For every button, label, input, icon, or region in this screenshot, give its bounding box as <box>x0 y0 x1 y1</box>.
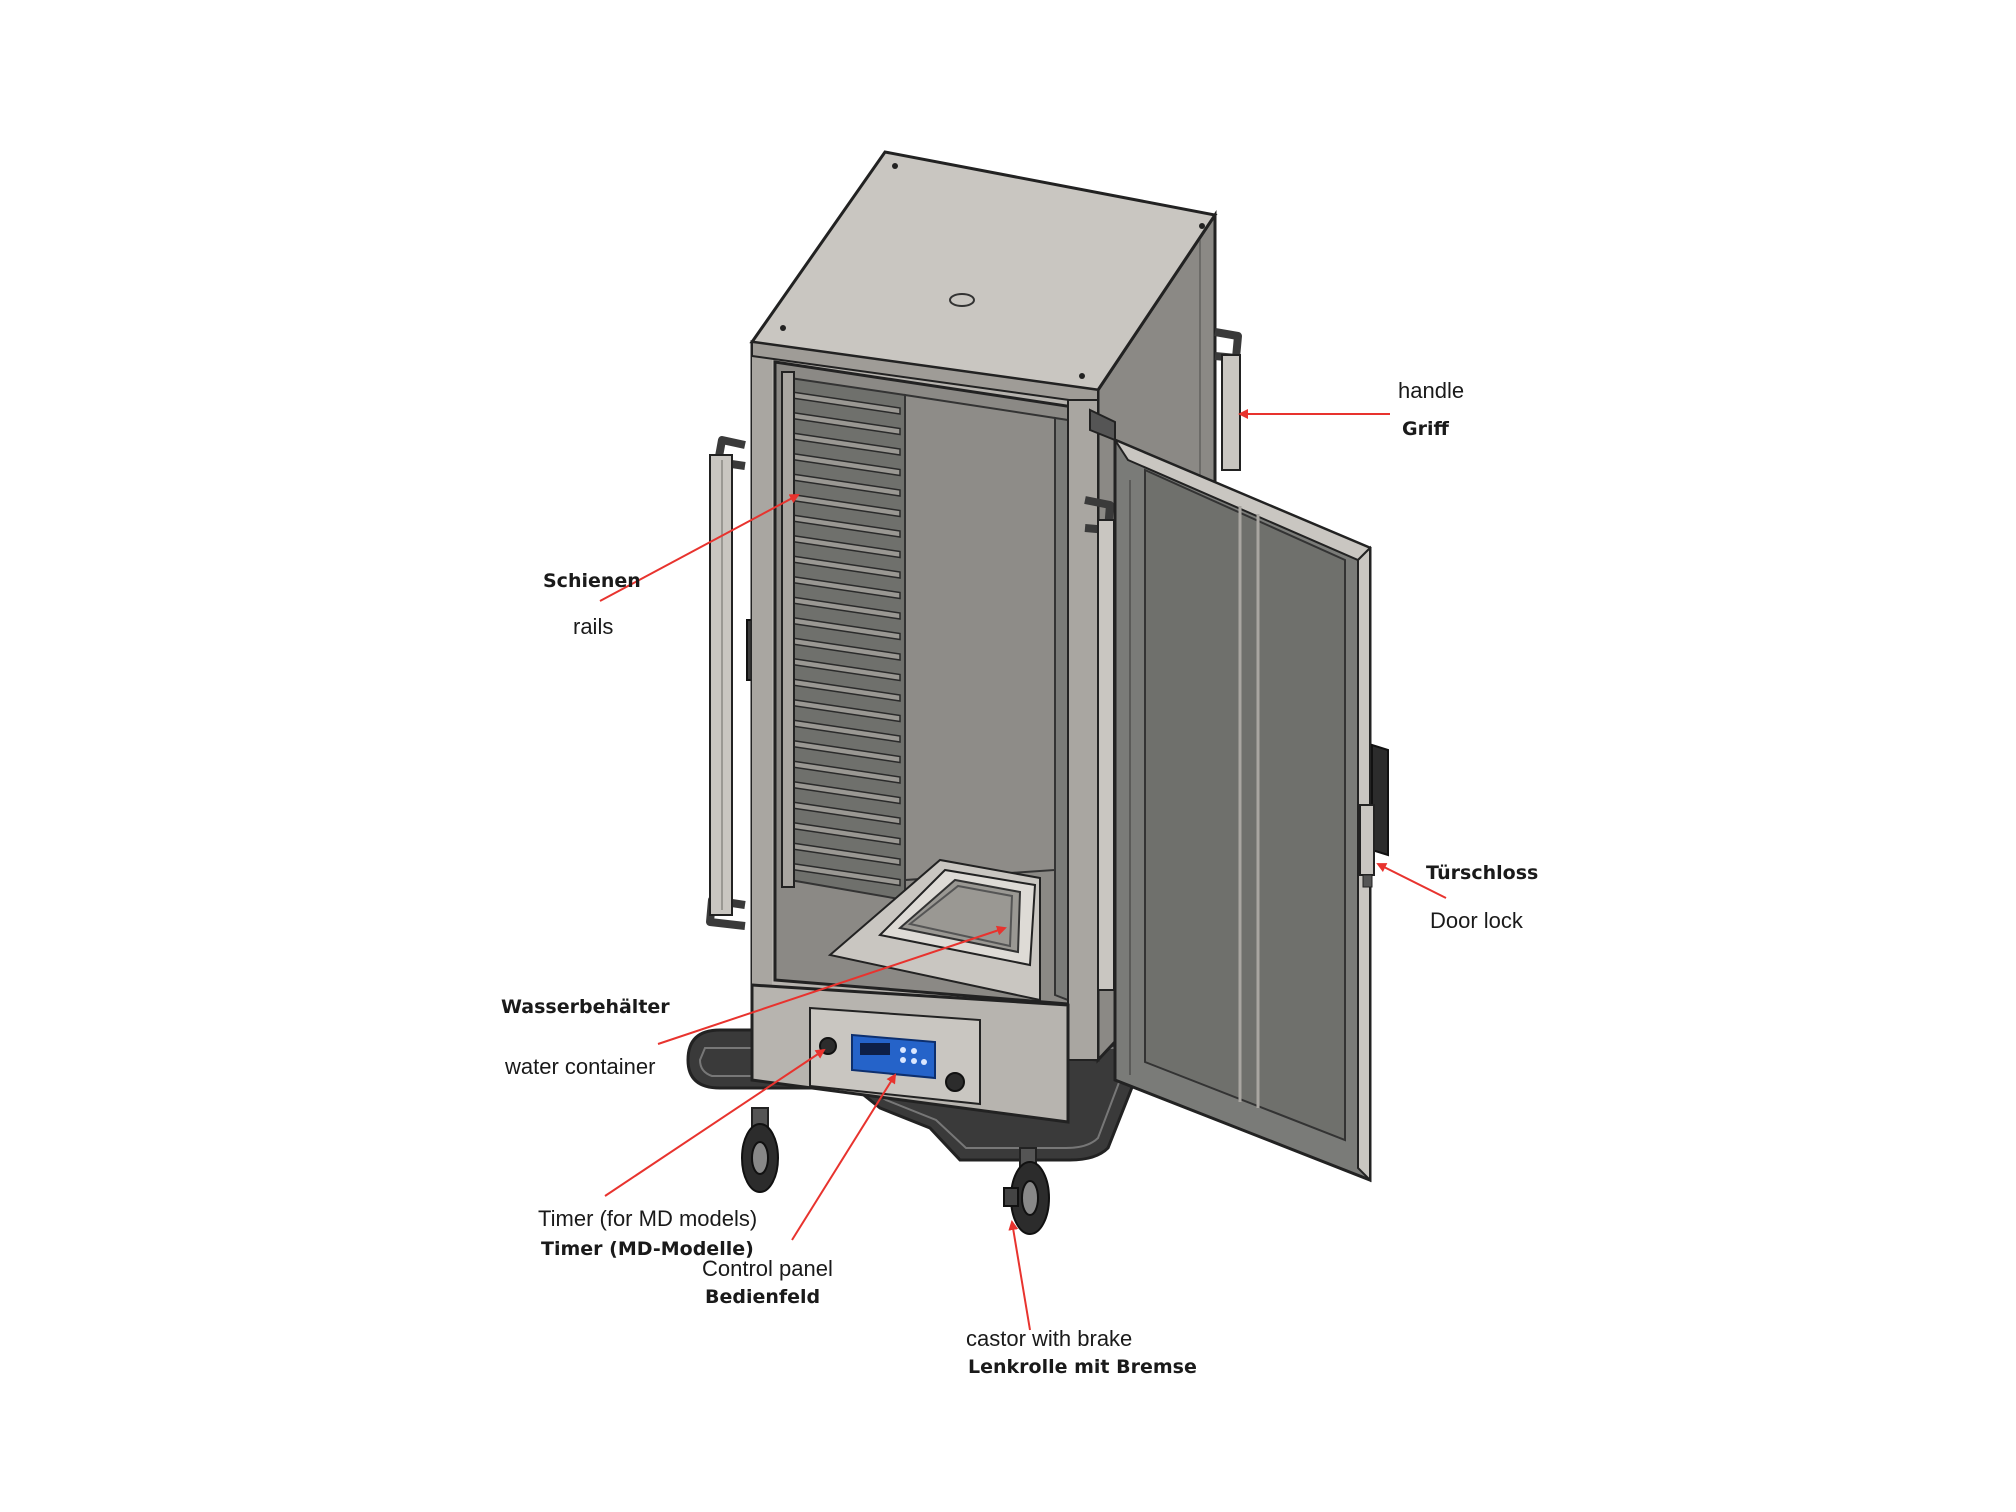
label-castor-en: castor with brake <box>966 1326 1133 1351</box>
label-door-lock-en: Door lock <box>1430 908 1523 933</box>
side-handle <box>1214 328 1242 471</box>
label-rails-en: rails <box>573 614 614 639</box>
label-rails-de: Schienen <box>543 570 641 592</box>
castor-front-left <box>741 1107 779 1193</box>
leader-lines <box>599 409 1447 1331</box>
label-handle-de: Griff <box>1402 418 1449 440</box>
label-timer-en: Timer (for MD models) <box>538 1206 758 1231</box>
label-control-panel-en: Control panel <box>702 1256 833 1281</box>
cabinet-top <box>749 150 1218 406</box>
open-door <box>1089 408 1372 1183</box>
tray-rails <box>781 371 901 888</box>
control-panel-display <box>851 1033 936 1080</box>
label-timer-de: Timer (MD-Modelle) <box>541 1238 754 1260</box>
label-water-container-de: Wasserbehälter <box>501 996 670 1018</box>
castor-with-brake <box>1003 1147 1050 1235</box>
interior-cavity <box>773 360 1082 1007</box>
label-handle-en: handle <box>1398 378 1465 403</box>
front-right-frame <box>1067 399 1115 1061</box>
leader-door-lock <box>1376 863 1447 899</box>
leader-timer <box>604 1048 826 1197</box>
label-door-lock-de: Türschloss <box>1426 862 1539 884</box>
leader-castor <box>1008 1220 1031 1331</box>
leader-rails <box>599 494 800 602</box>
rail-post <box>781 371 795 888</box>
leader-control-panel <box>791 1073 897 1241</box>
label-castor-de: Lenkrolle mit Bremse <box>968 1356 1197 1378</box>
door-lock <box>1359 743 1389 888</box>
leader-water-container <box>657 925 1007 1045</box>
label-water-container-en: water container <box>505 1054 656 1079</box>
label-control-panel-de: Bedienfeld <box>705 1286 821 1308</box>
